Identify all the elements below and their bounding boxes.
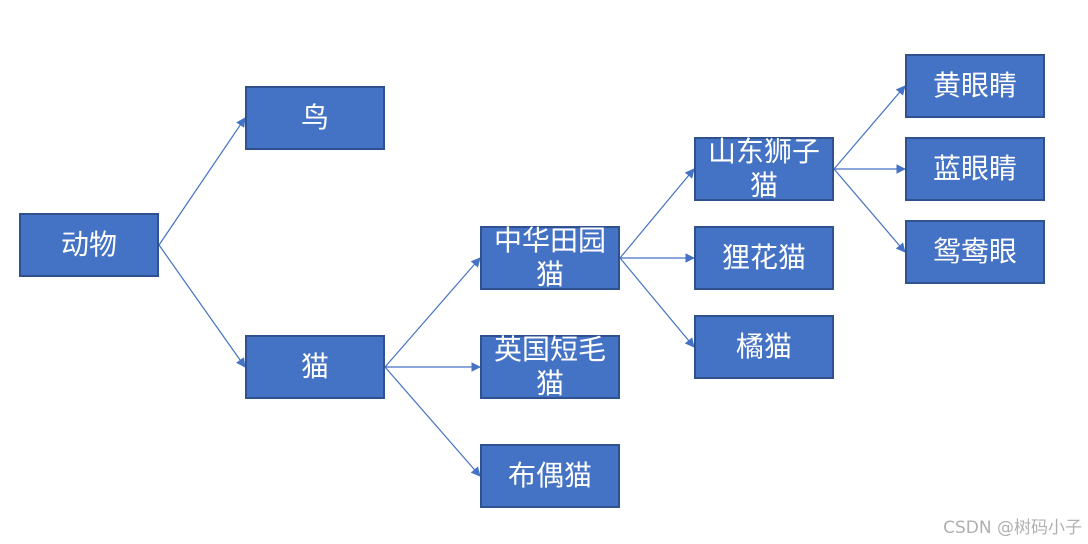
connector-arrow-cat-to-chinese_garden_cat	[384, 257, 481, 368]
watermark: CSDN @树码小子	[943, 518, 1082, 538]
node-ragdoll: 布偶猫	[480, 444, 620, 508]
node-label: 动物	[60, 228, 117, 261]
connector-arrow-animal-to-cat	[158, 244, 246, 368]
connector-arrow-shandong_lion_cat-to-odd_eyes	[833, 168, 906, 253]
node-label: 橘猫	[735, 330, 792, 363]
node-odd-eyes: 鸳鸯眼	[905, 220, 1045, 284]
node-blue-eyes: 蓝眼睛	[905, 137, 1045, 201]
node-label: 英国短毛猫	[493, 333, 606, 400]
node-chinese-garden-cat: 中华田园猫	[480, 224, 620, 291]
node-label: 蓝眼睛	[932, 152, 1017, 185]
node-label: 布偶猫	[507, 459, 592, 492]
connector-arrow-chinese_garden_cat-to-shandong_lion_cat	[619, 168, 695, 259]
node-shandong-lion-cat: 山东狮子猫	[694, 135, 834, 202]
node-label: 鸳鸯眼	[932, 235, 1017, 268]
node-bird: 鸟	[245, 86, 385, 150]
connector-arrow-animal-to-bird	[158, 117, 246, 246]
node-cat: 猫	[245, 335, 385, 399]
node-yellow-eyes: 黄眼睛	[905, 54, 1045, 118]
node-label: 中华田园猫	[493, 224, 606, 291]
node-orange-cat: 橘猫	[694, 315, 834, 379]
node-label: 猫	[300, 350, 329, 383]
connector-arrow-shandong_lion_cat-to-yellow_eyes	[833, 85, 906, 170]
node-label: 黄眼睛	[932, 69, 1017, 102]
connector-arrow-chinese_garden_cat-to-orange_cat	[619, 257, 695, 348]
node-label: 鸟	[300, 101, 329, 134]
node-civet-cat: 狸花猫	[694, 226, 834, 290]
node-label: 狸花猫	[721, 241, 806, 274]
node-british-shorthair: 英国短毛猫	[480, 333, 620, 400]
node-label: 山东狮子猫	[707, 135, 820, 202]
connector-arrow-cat-to-ragdoll	[384, 366, 481, 477]
node-animal: 动物	[19, 213, 159, 277]
